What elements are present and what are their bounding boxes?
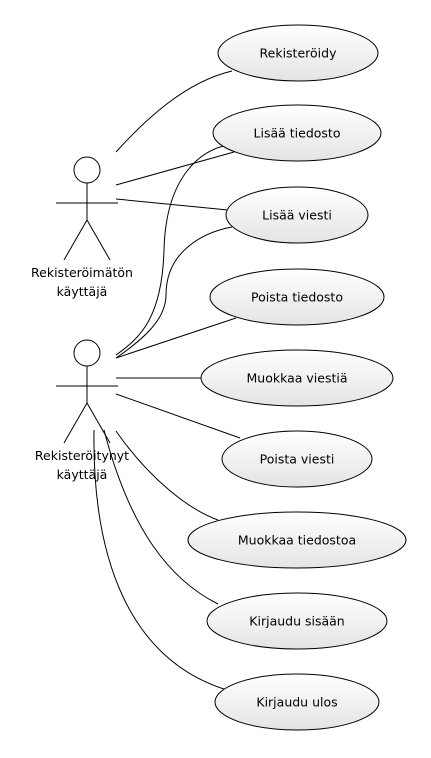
actor-registered: Rekisteröitynyt käyttäjä: [35, 339, 129, 482]
association-unregistered-add_file: [115, 151, 235, 186]
actor-right-leg: [86, 402, 111, 444]
use-case-label: Poista tiedosto: [251, 290, 343, 305]
use-case-ellipse: [200, 349, 394, 407]
use-case-ellipse: [212, 104, 382, 162]
association-registered-add_file: [115, 145, 225, 356]
use-case-ellipse: [209, 268, 385, 326]
association-unregistered-add_message: [115, 198, 229, 211]
actor-left-leg: [63, 219, 88, 261]
actor-left-leg: [63, 402, 88, 444]
actor-label: Rekisteröimätön käyttäjä: [31, 265, 133, 299]
use-case-label: Muokkaa viestiä: [246, 371, 347, 386]
use-case-ellipse: [217, 24, 379, 82]
actor-label: Rekisteröitynyt käyttäjä: [35, 448, 129, 482]
actor-label-line: Rekisteröimätön: [31, 265, 133, 280]
actor-right-leg: [86, 219, 111, 261]
actor-head-icon: [73, 339, 101, 367]
actor-unregistered: Rekisteröimätön käyttäjä: [31, 156, 133, 299]
use-case-ellipse: [221, 430, 373, 488]
use-case-label: Muokkaa tiedostoa: [238, 533, 356, 548]
use-case-label: Kirjaudu ulos: [256, 695, 337, 710]
association-registered-login: [103, 429, 219, 605]
use-case-label: Poista viesti: [260, 452, 335, 467]
use-case-edit_message: Muokkaa viestiä: [200, 349, 394, 407]
associations: [93, 70, 241, 691]
use-case-delete_message: Poista viesti: [221, 430, 373, 488]
use-case-add_file: Lisää tiedosto: [212, 104, 382, 162]
association-registered-edit_file: [115, 430, 219, 521]
association-registered-add_message: [115, 226, 233, 359]
actor-label-line: käyttäjä: [57, 284, 108, 299]
use-case-ellipse: [214, 673, 380, 731]
actor-head-icon: [73, 156, 101, 184]
use-case-ellipse: [225, 186, 369, 244]
use-case-logout: Kirjaudu ulos: [214, 673, 380, 731]
use-case-label: Lisää tiedosto: [254, 126, 341, 141]
use-case-login: Kirjaudu sisään: [206, 592, 388, 650]
use-case-label: Lisää viesti: [262, 208, 332, 223]
use-case-delete_file: Poista tiedosto: [209, 268, 385, 326]
use-case-add_message: Lisää viesti: [225, 186, 369, 244]
use-case-label: Kirjaudu sisään: [249, 614, 344, 629]
association-registered-delete_file: [115, 317, 237, 359]
use-case-edit_file: Muokkaa tiedostoa: [187, 511, 407, 569]
actor-label-line: käyttäjä: [57, 467, 108, 482]
association-registered-logout: [93, 429, 228, 691]
use-case-ellipse: [206, 592, 388, 650]
association-unregistered-register: [115, 70, 233, 153]
actor-label-line: Rekisteröitynyt: [35, 448, 129, 463]
association-registered-delete_message: [115, 393, 241, 439]
use-case-register: Rekisteröidy: [217, 24, 379, 82]
use-case-label: Rekisteröidy: [260, 46, 338, 61]
use-case-ellipse: [187, 511, 407, 569]
